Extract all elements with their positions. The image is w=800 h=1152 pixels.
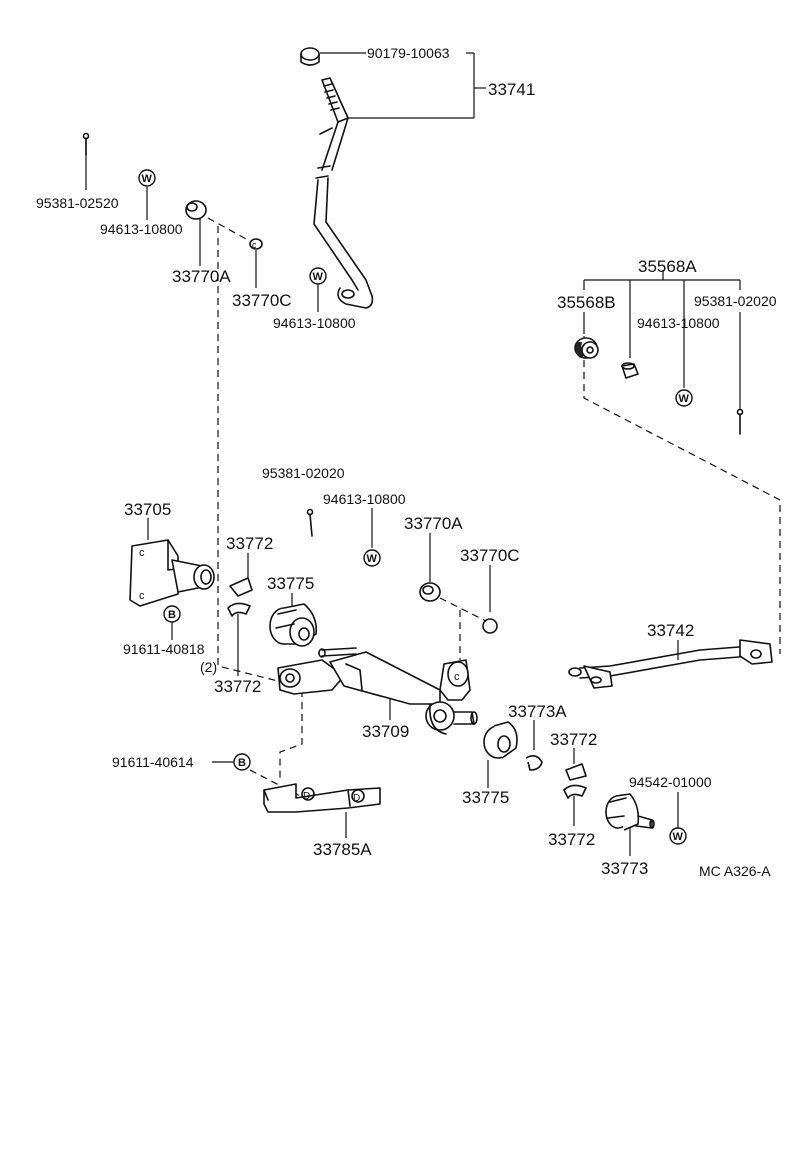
clip-33772-d	[563, 784, 587, 799]
label-33772-b: 33772	[214, 677, 261, 696]
label-91611-40818-qty: (2)	[200, 659, 217, 675]
leader-lines	[85, 52, 741, 856]
bushing-33770A-top	[185, 200, 207, 220]
label-94542-01000: 94542-01000	[629, 774, 712, 790]
label-95381-02520: 95381-02520	[36, 195, 119, 211]
label-33772-d: 33772	[548, 830, 595, 849]
washer-symbol-94613-10800-c: W	[675, 389, 693, 407]
label-94613-10800-c: 94613-10800	[637, 315, 720, 331]
svg-text:B: B	[238, 757, 246, 769]
svg-text:c: c	[454, 671, 460, 683]
washer-symbol-94613-10800-b: W	[309, 267, 327, 285]
label-33772-a: 33772	[226, 534, 273, 553]
washer-symbol-94542-01000: W	[669, 827, 687, 845]
label-33773: 33773	[601, 859, 648, 878]
bracket-33785A: D D	[263, 783, 381, 813]
label-33775-a: 33775	[267, 574, 314, 593]
washer-symbol-94613-10800-d: W	[363, 549, 381, 567]
diagram-code: MC A326-A	[699, 863, 771, 879]
svg-text:c: c	[252, 240, 257, 250]
label-33742: 33742	[647, 621, 694, 640]
clip-33772-b	[227, 602, 251, 617]
label-91611-40614: 91611-40614	[112, 754, 194, 770]
svg-text:W: W	[142, 173, 153, 185]
label-94613-10800-a: 94613-10800	[100, 221, 183, 237]
svg-text:W: W	[679, 393, 690, 405]
shaft-33709: c	[277, 647, 478, 735]
bracket-33705: c c	[129, 539, 215, 607]
label-33705: 33705	[124, 500, 171, 519]
collar-35568	[621, 362, 639, 379]
cushion-33773	[605, 793, 655, 831]
svg-text:D: D	[303, 791, 310, 802]
label-33773A: 33773A	[508, 702, 567, 721]
label-95381-02020-b: 95381-02020	[262, 465, 345, 481]
svg-text:W: W	[313, 271, 324, 283]
bushing-33775-left	[269, 603, 318, 647]
clip-33770C-mid	[482, 618, 498, 634]
rod-33742	[568, 639, 773, 689]
assembly-dashed-lines	[207, 217, 781, 797]
label-33770C-b: 33770C	[460, 546, 520, 565]
label-91611-40818: 91611-40818	[123, 641, 205, 657]
clip-33773A	[525, 754, 543, 771]
label-33741: 33741	[488, 80, 535, 99]
bolt-symbol-91611-40614: B	[233, 753, 251, 771]
pin-95381-02020-right	[736, 408, 744, 435]
label-95381-02020-a: 95381-02020	[694, 293, 777, 309]
label-90179-10063: 90179-10063	[367, 45, 450, 61]
label-35568B: 35568B	[557, 293, 616, 312]
label-33772-c: 33772	[550, 730, 597, 749]
svg-text:B: B	[168, 609, 176, 621]
svg-text:W: W	[673, 831, 684, 843]
bushing-33770A-mid	[419, 582, 441, 602]
shift-lever-33741	[300, 47, 374, 309]
clip-33772-a	[229, 577, 253, 597]
label-33709: 33709	[362, 722, 409, 741]
pin-95381-02020-mid	[306, 508, 314, 537]
svg-text:D: D	[353, 793, 360, 804]
label-33770A-b: 33770A	[404, 514, 463, 533]
clip-33772-c	[565, 763, 587, 781]
label-33775-b: 33775	[462, 788, 509, 807]
label-35568A: 35568A	[638, 257, 697, 276]
bushing-35568B	[574, 337, 599, 359]
label-94613-10800-b: 94613-10800	[273, 315, 356, 331]
washer-symbol-94613-10800-a: W	[138, 169, 156, 187]
label-33770C-a: 33770C	[232, 291, 292, 310]
pin-95381-02520	[82, 132, 90, 156]
label-33770A-a: 33770A	[172, 267, 231, 286]
label-94613-10800-d: 94613-10800	[323, 491, 406, 507]
bolt-symbol-91611-40818: B	[163, 605, 181, 623]
svg-text:W: W	[367, 553, 378, 565]
svg-text:c: c	[139, 547, 145, 559]
clip-33770C-top: c	[249, 238, 263, 250]
label-33785A: 33785A	[313, 840, 372, 859]
part-labels: 90179-10063 33741 95381-02520 94613-1080…	[36, 45, 777, 879]
svg-text:c: c	[139, 590, 145, 602]
bushing-33775-right	[483, 721, 518, 759]
